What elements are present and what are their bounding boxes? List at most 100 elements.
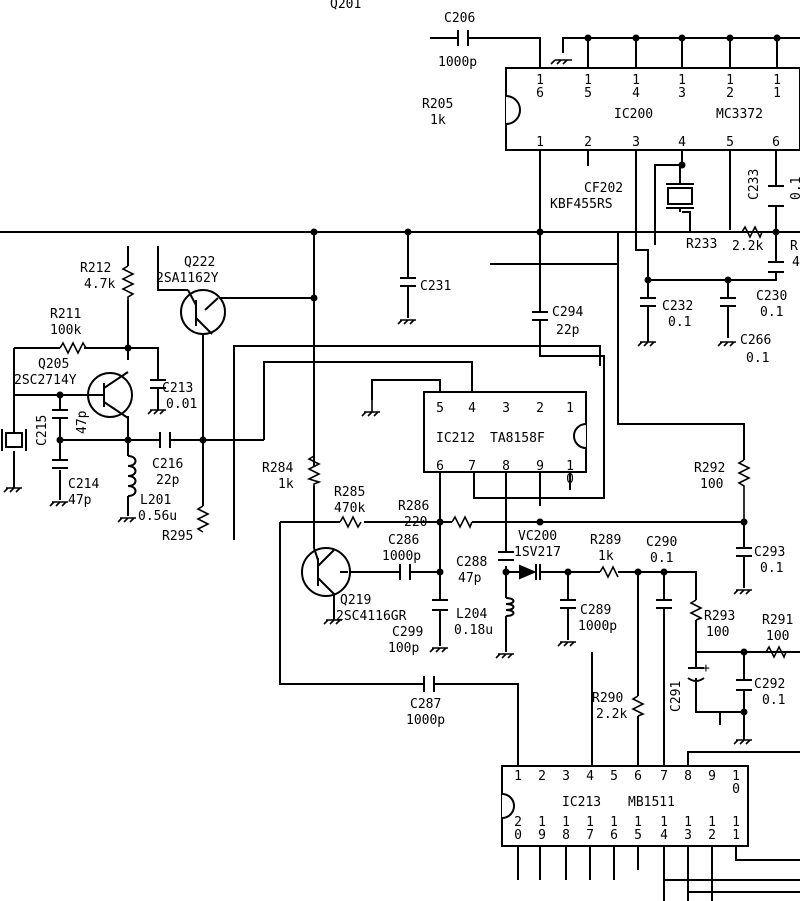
- cf202-body: [667, 187, 693, 205]
- cf202-plates: [666, 165, 694, 212]
- r212-resistor: [121, 265, 135, 300]
- ic200-pin-number: 2: [584, 135, 592, 150]
- label-c288: C288: [456, 555, 487, 570]
- label-r290: R290: [592, 691, 623, 706]
- label-c291: C291: [669, 681, 684, 712]
- label-c206-value: 1000p: [438, 55, 477, 70]
- ic213-pin-number: 6: [634, 769, 642, 784]
- label-c216: C216: [152, 457, 183, 472]
- label-r295: R295: [162, 529, 193, 544]
- label-r284: R284: [262, 461, 293, 476]
- ic213-pin-number: 1: [538, 815, 546, 830]
- label-r289-value: 1k: [598, 549, 614, 564]
- label-c286: C286: [388, 533, 419, 548]
- label-q201: Q201: [330, 0, 361, 12]
- wire-ic200-pins: [587, 150, 777, 298]
- ic213-pin-number: 1: [514, 769, 522, 784]
- label-r212: R212: [80, 261, 111, 276]
- ic212-notch: [573, 423, 587, 449]
- label-c214-value: 47p: [68, 493, 92, 508]
- junction: [584, 34, 592, 42]
- label-c266: C266: [740, 333, 771, 348]
- capacitors: [52, 30, 784, 692]
- junction: [772, 228, 780, 236]
- ic200-body: [505, 67, 800, 151]
- ic213-pin-number: 0: [732, 782, 740, 797]
- c215-capacitor: [52, 409, 68, 430]
- label-c216-value: 22p: [156, 473, 180, 488]
- gnd-symbol: [49, 501, 68, 507]
- l201-inductor: [127, 455, 137, 497]
- label-vc200: VC200: [518, 529, 557, 544]
- q205-transistor: [87, 371, 133, 419]
- label-r211-value: 100k: [50, 323, 81, 338]
- ic212-pin-number: 4: [468, 401, 476, 416]
- q219-transistor: [301, 547, 351, 597]
- ic213-pin-number: 9: [538, 828, 546, 843]
- c294-capacitor: [532, 311, 548, 321]
- ic200: [505, 67, 800, 151]
- junction: [310, 228, 318, 236]
- label-r212-value: 4.7k: [84, 277, 115, 292]
- label-r285: R285: [334, 485, 365, 500]
- ic213-pin-number: 1: [732, 828, 740, 843]
- r293-resistor: [689, 599, 703, 621]
- label-q219-value: 2SC4116GR: [336, 609, 407, 624]
- label-c294-value: 22p: [556, 323, 580, 338]
- label-q205: Q205: [38, 357, 69, 372]
- ic213-pin-number: 1: [660, 815, 668, 830]
- ic213-pin-number: 2: [538, 769, 546, 784]
- ic213-part: MB1511: [628, 795, 675, 810]
- label-r205-value: 1k: [430, 113, 446, 128]
- wire-c290-r290: [637, 572, 800, 768]
- junction: [740, 708, 748, 716]
- c292-capacitor: [736, 679, 752, 691]
- label-c233-value: 0.1: [789, 177, 800, 200]
- c290-capacitor: [656, 599, 672, 609]
- label-r290-value: 2.2k: [596, 707, 627, 722]
- label-r289: R289: [590, 533, 621, 548]
- label-c290-value: 0.1: [650, 551, 673, 566]
- label-r-cut: R: [790, 239, 798, 254]
- ic212-pin-number: 5: [436, 401, 444, 416]
- gnd-symbol: [717, 341, 736, 347]
- r286-resistor: [451, 515, 473, 529]
- gnd-symbol: [429, 647, 448, 653]
- c232-capacitor: [640, 297, 656, 307]
- c287-capacitor: [423, 676, 435, 692]
- junction: [502, 568, 510, 576]
- ic200-pin-number: 3: [632, 135, 640, 150]
- ic212: [423, 391, 587, 473]
- wire-ic200-gnd-bus: [562, 37, 800, 68]
- label-c292-value: 0.1: [762, 693, 785, 708]
- ic213-pin-number: 5: [610, 769, 618, 784]
- ic213-pin-number: 9: [708, 769, 716, 784]
- label-r233-value: 2.2k: [732, 239, 763, 254]
- ic212-pin-number: 1: [566, 401, 574, 416]
- label-q222: Q222: [184, 255, 215, 270]
- junction: [404, 228, 412, 236]
- ic200-pin-number: 5: [584, 86, 592, 101]
- label-c292: C292: [754, 677, 785, 692]
- c299-capacitor: [432, 599, 448, 611]
- x201-crystal: [1, 395, 27, 488]
- wire-q205: [13, 348, 264, 460]
- ic213-pin-number: 1: [586, 815, 594, 830]
- ic213-pin-number: 7: [586, 828, 594, 843]
- junction: [124, 344, 132, 352]
- label-r-cut-value: 4: [792, 255, 800, 270]
- gnd-symbol: [397, 319, 416, 325]
- grounds: [3, 59, 752, 745]
- ic213-pin-number: 1: [562, 815, 570, 830]
- wire-routing-a: [233, 345, 601, 540]
- c289-capacitor: [560, 599, 576, 609]
- r285-resistor: [339, 515, 362, 529]
- ic213-pin-number: 3: [684, 828, 692, 843]
- label-r291-value: 100: [766, 629, 789, 644]
- ic213: [501, 765, 749, 847]
- ic213-pin-number: 2: [708, 828, 716, 843]
- label-c232: C232: [662, 299, 693, 314]
- label-c286-value: 1000p: [382, 549, 421, 564]
- label-q222-value: 2SA1162Y: [156, 271, 219, 286]
